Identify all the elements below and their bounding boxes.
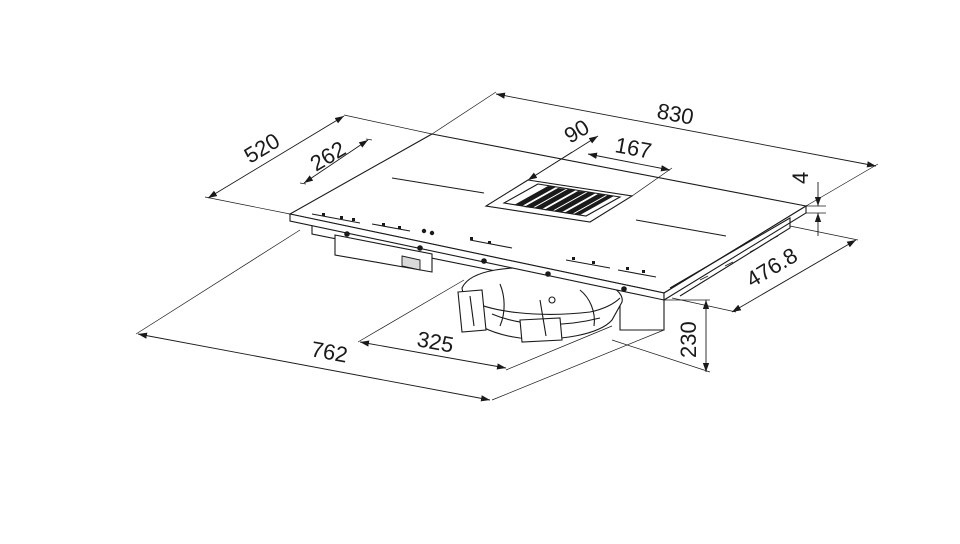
dim-install-height: 230 [676,321,701,358]
control-strip-left [311,213,435,236]
dim-cutout-width: 762 [309,336,350,367]
motor-housing [311,222,665,343]
dim-inner-depth: 262 [306,136,350,176]
dim-overall-depth: 520 [240,128,284,168]
dim-vent-offset: 90 [560,114,594,148]
dim-vent-width: 167 [613,132,654,163]
dim-glass-thickness: 4 [788,172,813,184]
vent-grille [484,179,634,223]
control-strip-center [469,237,513,249]
control-strip-right [565,257,657,278]
zone-markers [391,177,727,237]
mounting-points [344,231,627,292]
dimension-lines [137,92,877,402]
dim-cutout-depth: 476.8 [742,242,802,292]
